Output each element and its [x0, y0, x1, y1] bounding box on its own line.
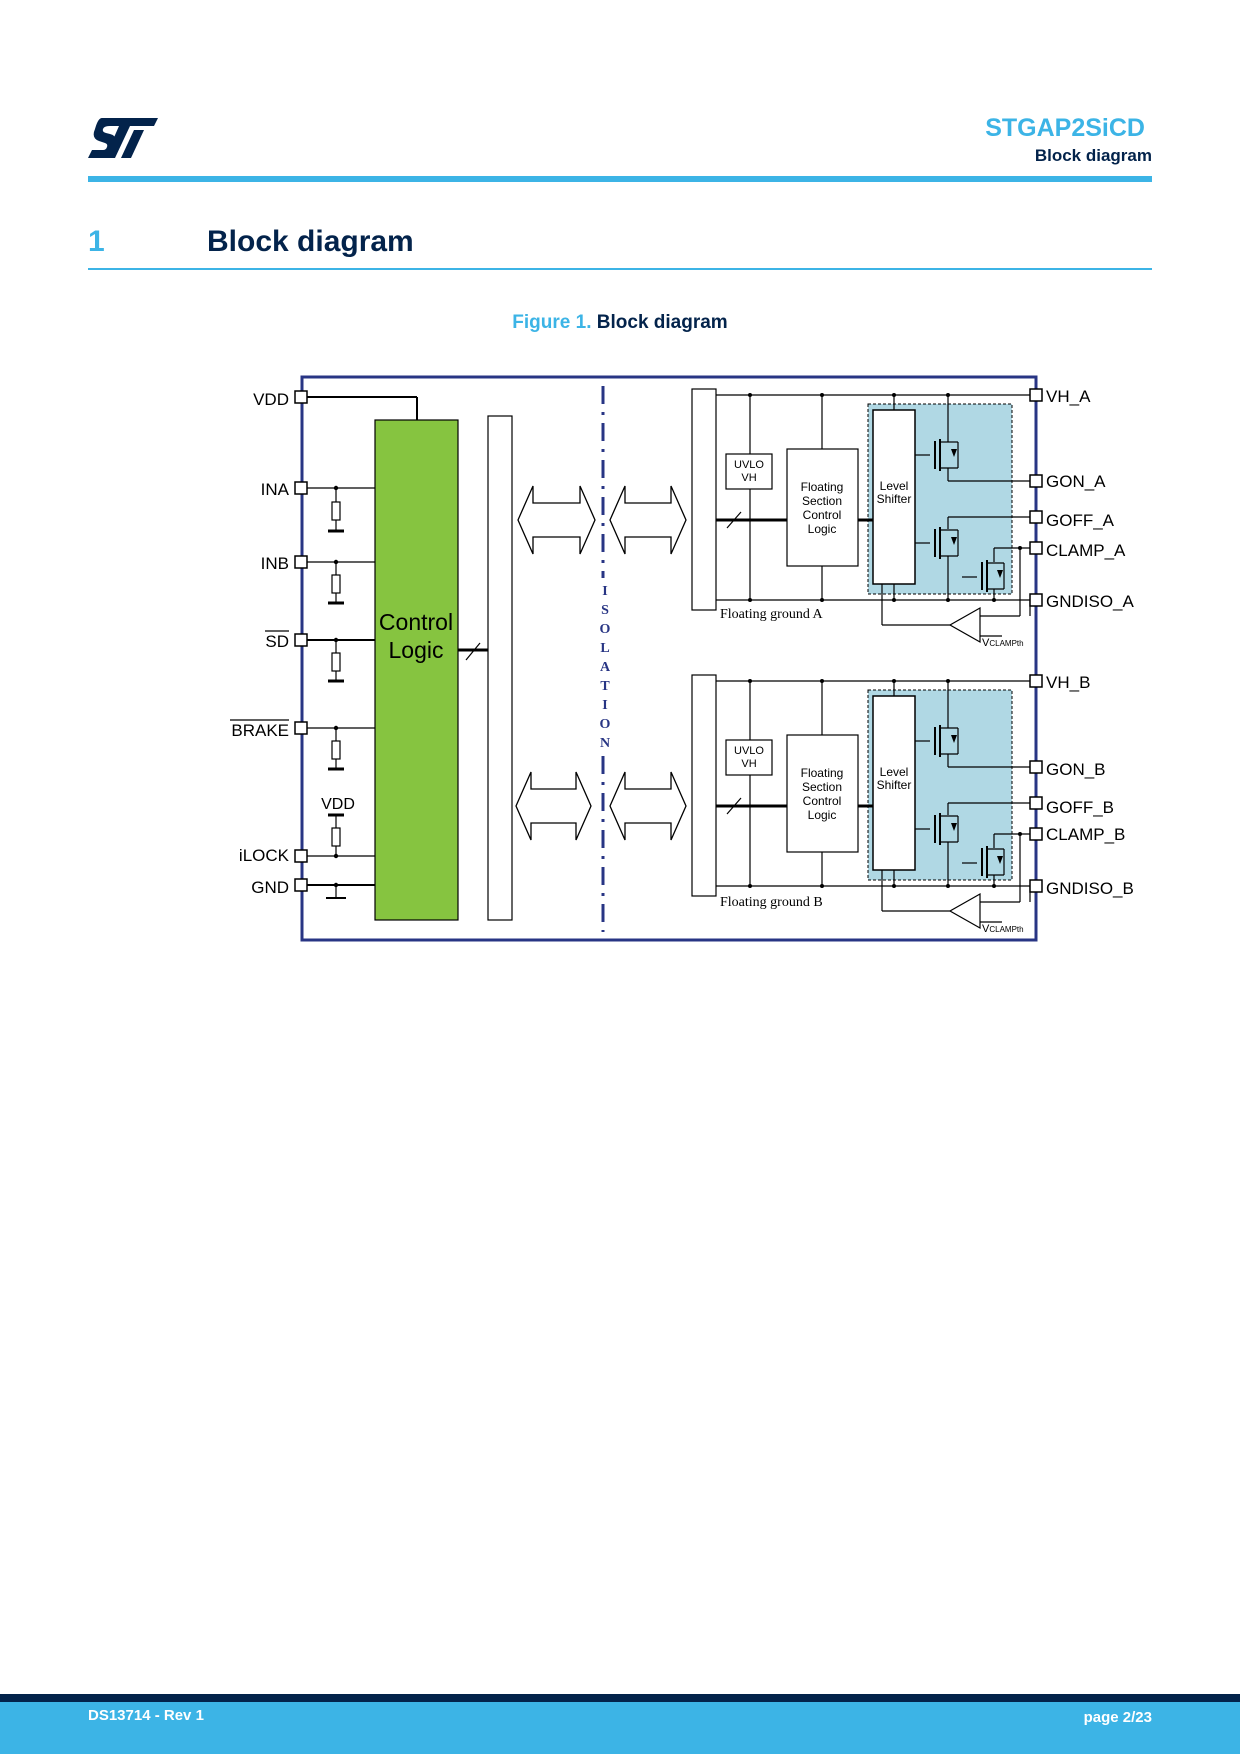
pin-label-clamp-b: CLAMP_B [1046, 825, 1125, 844]
isolation-arrows [515, 485, 687, 841]
section-rule [88, 268, 1152, 270]
footer-band [0, 1694, 1240, 1754]
section-number: 1 [88, 225, 105, 258]
footer-document-id: DS13714 - Rev 1 [88, 1707, 204, 1724]
header-product-name: STGAP2SiCD [985, 114, 1145, 142]
channel-b: UVLO VH Floating Section Control Logic L… [691, 674, 1031, 935]
header-rule [88, 176, 1152, 182]
right-pin-pads [1029, 388, 1043, 893]
svg-text:S: S [601, 603, 609, 618]
pin-label-vh-a: VH_A [1046, 387, 1091, 406]
header-section-name: Block diagram [1034, 146, 1152, 165]
left-pin-pads [294, 390, 308, 892]
pin-label-gnd: GND [251, 878, 289, 897]
pin-label-brake: BRAKE [231, 721, 289, 740]
control-logic-block [374, 419, 459, 921]
footer-page-number: page 2/23 [1083, 1709, 1152, 1726]
footer-top-bar [0, 1694, 1240, 1702]
control-logic-label-2: Logic [389, 637, 444, 663]
pin-label-sd: SD [265, 632, 289, 651]
pin-label-ina: INA [261, 480, 290, 499]
svg-text:N: N [600, 736, 610, 751]
section-title: Block diagram [207, 225, 414, 258]
uvlo-b-label-2: VH [741, 758, 756, 770]
control-logic-label-1: Control [379, 609, 453, 635]
pin-label-gndiso-b: GNDISO_B [1046, 879, 1134, 898]
chip-outline [300, 375, 1038, 942]
vclamp-b-label: VCLAMPth [982, 923, 1024, 935]
figure-title: Block diagram [596, 312, 728, 333]
float-logic-a-label-4: Logic [808, 522, 837, 536]
pin-label-goff-b: GOFF_B [1046, 798, 1114, 817]
channel-a: UVLO VH Floating Section Control Logic L… [691, 388, 1031, 649]
svg-text:I: I [602, 584, 607, 599]
float-logic-a-label-2: Section [802, 494, 842, 508]
float-logic-a-label-1: Floating [801, 480, 844, 494]
left-pin-wiring [307, 396, 418, 899]
figure-caption: Figure 1. Block diagram [0, 312, 1240, 334]
pin-label-ilock: iLOCK [239, 846, 290, 865]
floating-ground-a-label: Floating ground A [720, 607, 824, 622]
pin-label-clamp-a: CLAMP_A [1046, 541, 1126, 560]
float-logic-b-label-2: Section [802, 780, 842, 794]
svg-text:T: T [600, 679, 610, 694]
pin-label-gon-b: GON_B [1046, 760, 1106, 779]
pin-label-gon-a: GON_A [1046, 472, 1106, 491]
level-shifter-b-label-2: Shifter [877, 778, 912, 792]
internal-bus-block [487, 415, 513, 921]
pin-label-gndiso-a: GNDISO_A [1046, 592, 1135, 611]
float-logic-a-label-3: Control [803, 508, 842, 522]
uvlo-b-label-1: UVLO [734, 745, 764, 757]
level-shifter-a-label-1: Level [880, 479, 909, 493]
level-shifter-b-label-1: Level [880, 765, 909, 779]
pin-label-inb: INB [261, 554, 289, 573]
vclamp-a-label: VCLAMPth [982, 637, 1024, 649]
st-logo [88, 118, 158, 158]
uvlo-a-label-2: VH [741, 472, 756, 484]
float-logic-b-label-4: Logic [808, 808, 837, 822]
level-shifter-a-label-2: Shifter [877, 492, 912, 506]
pin-label-vh-b: VH_B [1046, 673, 1090, 692]
svg-text:A: A [600, 660, 611, 675]
pin-label-vdd: VDD [253, 390, 289, 409]
svg-text:O: O [600, 622, 611, 637]
pin-label-goff-a: GOFF_A [1046, 511, 1115, 530]
svg-text:O: O [600, 717, 611, 732]
svg-text:L: L [600, 641, 609, 656]
uvlo-a-label-1: UVLO [734, 459, 764, 471]
block-diagram: Control Logic [230, 375, 1135, 942]
svg-text:I: I [602, 698, 607, 713]
float-logic-b-label-3: Control [803, 794, 842, 808]
figure-label: Figure 1. [512, 312, 592, 333]
floating-ground-b-label: Floating ground B [720, 895, 823, 910]
float-logic-b-label-1: Floating [801, 766, 844, 780]
pin-label-vdd-pullup: VDD [321, 796, 355, 813]
isolation-label: I S O L A T I O N [594, 578, 612, 751]
